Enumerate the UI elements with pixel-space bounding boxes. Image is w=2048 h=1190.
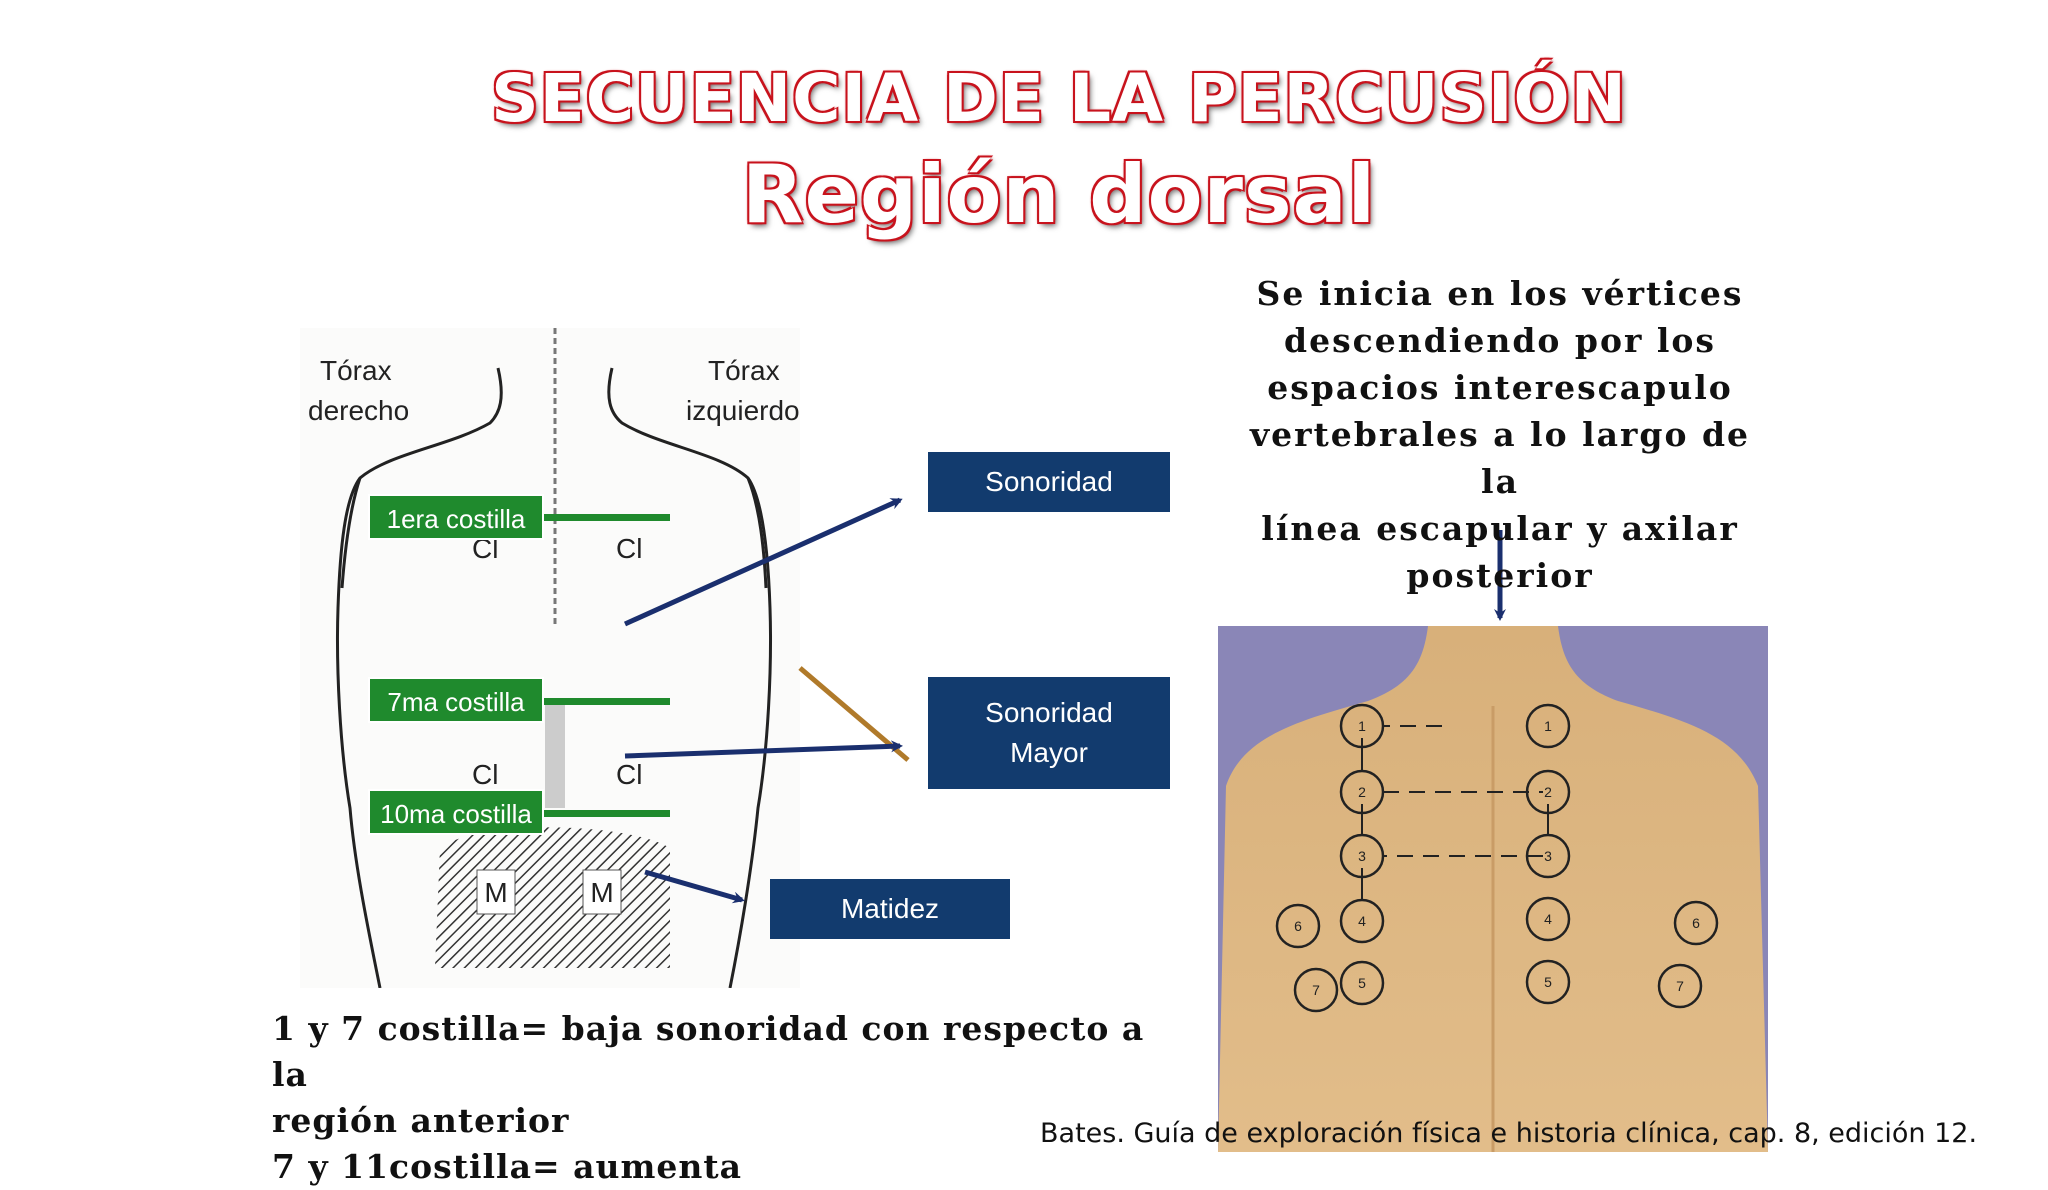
arrow-sonoridad-mayor (624, 740, 903, 759)
arrow-matidez (644, 869, 745, 904)
point-right-1: 1 (1544, 718, 1552, 734)
citation: Bates. Guía de exploración física e hist… (1040, 1118, 1978, 1149)
arrows-layer (623, 497, 1506, 904)
arrow-sonoridad (623, 497, 903, 627)
torso-diagram: M M Tórax derecho Tórax izquierdo Cl Cl … (300, 328, 800, 989)
matidez-box: Matidez (770, 879, 1010, 939)
torax-izquierdo-label-1: Tórax (708, 355, 780, 386)
m-label-2: M (590, 877, 613, 908)
point-right-2: 2 (1544, 784, 1552, 800)
point-right-4: 4 (1544, 911, 1552, 927)
slide-subtitle: Región dorsal (741, 148, 1376, 241)
description-line-1: Se inicia en los vértices (1256, 274, 1744, 313)
m-label-1: M (484, 877, 507, 908)
torax-derecho-label-2: derecho (308, 395, 409, 426)
rib-label-7: 7ma costilla (368, 677, 544, 723)
point-outer-right-6: 6 (1692, 915, 1700, 931)
rib-label-10: 10ma costilla (368, 789, 544, 835)
point-left-1: 1 (1358, 718, 1366, 734)
point-left-3: 3 (1358, 848, 1366, 864)
rib-label-1: 1era costilla (368, 494, 544, 540)
sonoridad-box: Sonoridad (928, 452, 1170, 512)
point-outer-left-7: 7 (1312, 982, 1320, 998)
point-outer-left-6: 6 (1294, 918, 1302, 934)
back-photo: 1 2 3 4 5 1 2 3 4 5 6 7 6 7 (1218, 626, 1768, 1152)
note-line-3: 7 y 11costilla= aumenta (272, 1147, 742, 1186)
description-text: Se inicia en los vértices descendiendo p… (1240, 270, 1760, 599)
point-left-4: 4 (1358, 913, 1366, 929)
sonoridad-mayor-line-1: Sonoridad (985, 697, 1113, 728)
point-left-5: 5 (1358, 975, 1366, 991)
cl-label-3: Cl (472, 759, 498, 790)
description-line-5: línea escapular y axilar (1261, 509, 1739, 548)
point-outer-right-7: 7 (1676, 978, 1684, 994)
torax-izquierdo-label-2: izquierdo (686, 395, 800, 426)
description-line-2: descendiendo por los (1284, 321, 1716, 360)
torax-derecho-label-1: Tórax (320, 355, 392, 386)
point-right-5: 5 (1544, 974, 1552, 990)
sonoridad-mayor-box: Sonoridad Mayor (928, 677, 1170, 789)
note-line-2: región anterior (272, 1101, 570, 1140)
description-line-3: espacios interescapulo (1267, 368, 1733, 407)
cl-label-2: Cl (616, 533, 642, 564)
description-line-6: posterior (1406, 556, 1594, 595)
description-line-4: vertebrales a lo largo de la (1249, 415, 1751, 501)
point-right-3: 3 (1544, 848, 1552, 864)
slide-title: SECUENCIA DE LA PERCUSIÓN (491, 60, 1627, 137)
point-left-2: 2 (1358, 784, 1366, 800)
sonoridad-mayor-line-2: Mayor (1010, 737, 1088, 768)
note-line-1: 1 y 7 costilla= baja sonoridad con respe… (272, 1009, 1145, 1094)
cl-label-4: Cl (616, 759, 642, 790)
notes: 1 y 7 costilla= baja sonoridad con respe… (272, 1006, 1172, 1190)
